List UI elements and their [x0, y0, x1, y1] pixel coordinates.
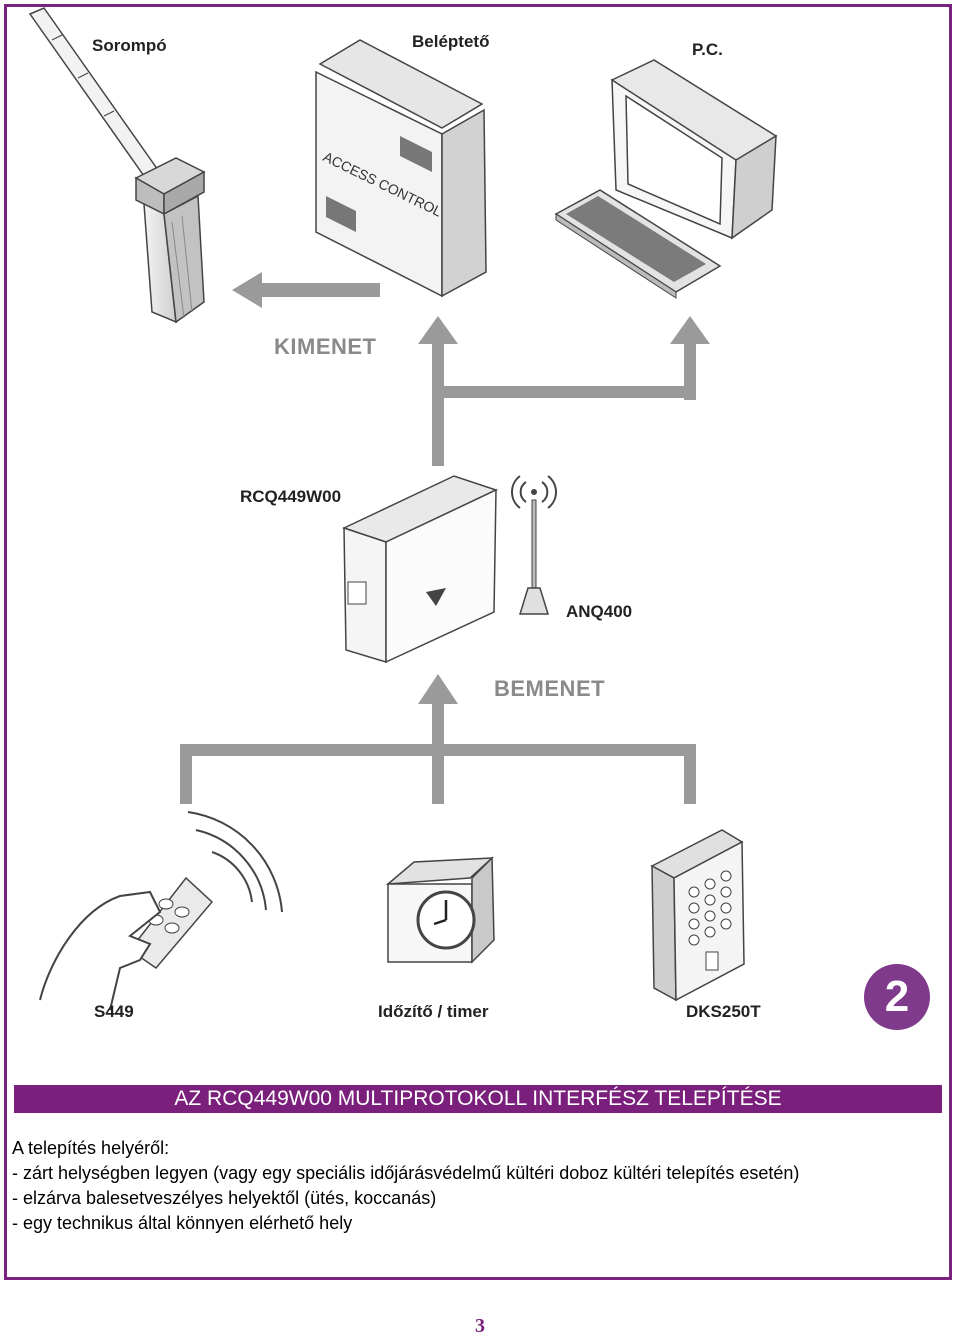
input-arrows — [180, 674, 696, 804]
page-frame — [4, 4, 952, 1280]
connection-diagram: ACCESS CONTROL — [28, 7, 778, 1011]
timer-illustration — [385, 856, 495, 964]
keypad-illustration — [650, 829, 745, 1002]
list-item: - egy technikus által könnyen elérhető h… — [12, 1213, 353, 1233]
pc-label: P.C. — [692, 40, 723, 59]
access-controller-illustration: ACCESS CONTROL — [315, 39, 487, 298]
intro-text: A telepítés helyéről: — [12, 1138, 170, 1158]
keypad-label: DKS250T — [686, 1002, 761, 1021]
timer-label: Időzítő / timer — [378, 1002, 489, 1021]
antenna-label: ANQ400 — [566, 602, 633, 621]
access-controller-label: Beléptető — [412, 32, 490, 51]
output-arrows — [232, 272, 710, 466]
remote-illustration — [39, 811, 283, 1011]
installation-notes: A telepítés helyéről: - zárt helységben … — [12, 1136, 942, 1236]
section-title: AZ RCQ449W00 MULTIPROTOKOLL INTERFÉSZ TE… — [14, 1085, 942, 1113]
antenna-illustration — [511, 475, 557, 615]
page-number: 3 — [475, 1315, 485, 1337]
output-label: KIMENET — [274, 334, 377, 359]
list-item: - zárt helységben legyen (vagy egy speci… — [12, 1163, 800, 1183]
barrier-label: Sorompó — [92, 36, 167, 55]
remote-label: S449 — [94, 1002, 134, 1021]
barrier-illustration — [28, 7, 206, 324]
pc-illustration — [554, 59, 778, 299]
interface-illustration — [341, 475, 499, 664]
input-label: BEMENET — [494, 676, 606, 701]
interface-model-label: RCQ449W00 — [240, 487, 342, 506]
step-number-badge: 2 — [864, 964, 930, 1030]
list-item: - elzárva balesetveszélyes helyektől (üt… — [12, 1188, 437, 1208]
